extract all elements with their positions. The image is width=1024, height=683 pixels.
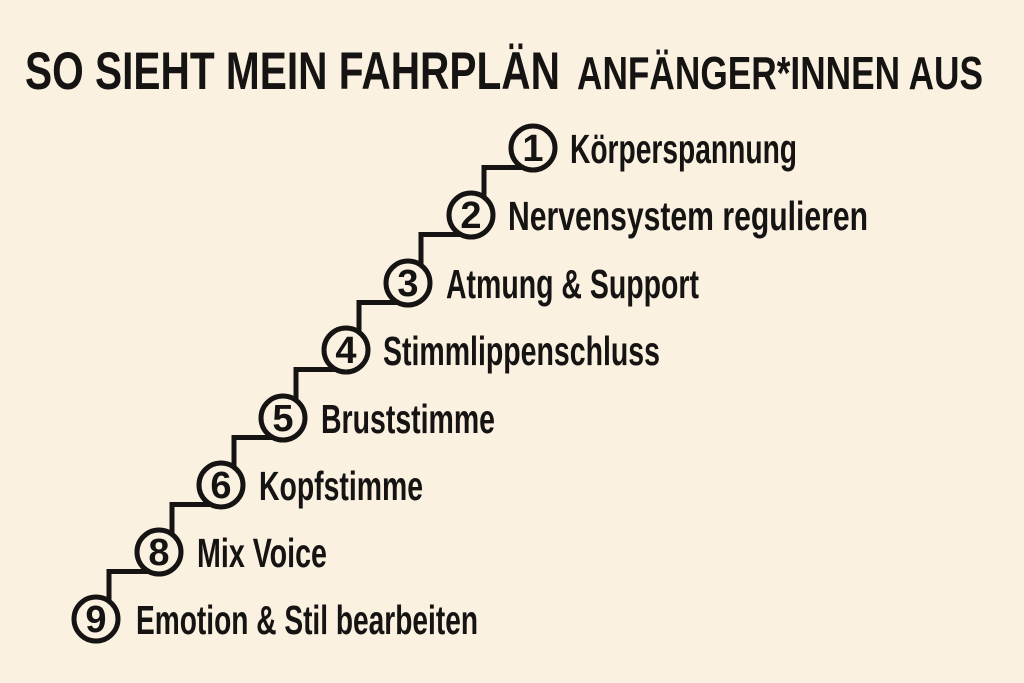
- step-number: 4: [335, 330, 356, 372]
- step-1: 1 Körperspannung: [508, 123, 797, 173]
- step-circle: [258, 393, 308, 443]
- step-6: 6 Kopfstimme: [196, 460, 423, 510]
- step-label: Bruststimme: [321, 396, 495, 442]
- step-3: 3 Atmung & Support: [383, 258, 699, 308]
- step-circle: [196, 460, 246, 510]
- step-label: Mix Voice: [197, 530, 327, 576]
- step-circle: [508, 123, 558, 173]
- step-4: 4 Stimmlippenschluss: [321, 325, 660, 375]
- step-label: Körperspannung: [570, 126, 797, 172]
- staircase-line: [106, 165, 533, 619]
- step-circle: [71, 594, 121, 644]
- step-2: 2 Nervensystem regulieren: [446, 190, 868, 240]
- page-subtitle: ANFÄNGER*INNEN AUS: [577, 47, 983, 99]
- step-5: 5 Bruststimme: [258, 393, 495, 443]
- step-number: 5: [272, 398, 293, 440]
- step-number: 2: [460, 195, 481, 237]
- step-circle: [321, 325, 371, 375]
- step-number: 6: [210, 465, 231, 507]
- page-title: SO SIEHT MEIN FAHRPLÄN: [25, 42, 560, 101]
- step-number: 8: [148, 532, 169, 574]
- step-number: 9: [85, 599, 106, 641]
- step-8: 8 Mix Voice: [134, 527, 327, 577]
- step-circle: [383, 258, 433, 308]
- step-number: 1: [522, 128, 543, 170]
- step-circle: [134, 527, 184, 577]
- step-label: Kopfstimme: [259, 463, 423, 509]
- step-label: Emotion & Stil bearbeiten: [136, 597, 478, 643]
- step-label: Atmung & Support: [446, 261, 699, 307]
- step-label: Nervensystem regulieren: [508, 193, 868, 239]
- step-9: 9 Emotion & Stil bearbeiten: [71, 594, 478, 644]
- step-circle: [446, 190, 496, 240]
- step-label: Stimmlippenschluss: [383, 328, 660, 374]
- step-number: 3: [397, 263, 418, 305]
